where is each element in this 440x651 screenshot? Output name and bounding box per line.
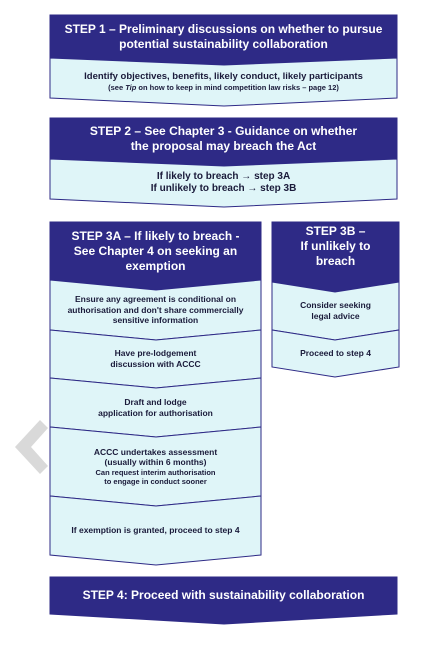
step3a-item5-shape (49, 495, 262, 566)
step1-body-text: Identify objectives, benefits, likely co… (84, 71, 363, 83)
step3a-title: STEP 3A – If likely to breach - See Chap… (71, 228, 240, 273)
step3b-item-legal-advice: Consider seeking legal advice (300, 300, 371, 321)
step2-title: STEP 2 – See Chapter 3 - Guidance on whe… (89, 123, 358, 153)
step4-shape (49, 576, 398, 625)
step2-body: If likely to breach → step 3A If unlikel… (150, 170, 297, 195)
step4-title: STEP 4: Proceed with sustainability coll… (82, 588, 365, 602)
step3a-item-prelodgement: Have pre-lodgement discussion with ACCC (110, 348, 201, 369)
step3b-item2-shape (271, 329, 400, 378)
step1-note: (see Tip on how to keep in mind competit… (108, 83, 339, 93)
step3b-item-proceed: Proceed to step 4 (300, 348, 371, 359)
step3a-item-assessment: ACCC undertakes assessment (usually with… (93, 446, 218, 487)
step3a-item-conditional: Ensure any agreement is conditional on a… (67, 294, 244, 326)
step1-body: Identify objectives, benefits, likely co… (50, 64, 397, 100)
step2-body-shape (49, 158, 398, 208)
left-chevron-icon (15, 420, 48, 474)
step3a-item-lodge: Draft and lodge application for authoris… (98, 396, 213, 418)
step1-body-shape (49, 57, 398, 107)
step3b-title: STEP 3B – If unlikely to breach (300, 223, 371, 268)
step1-title: STEP 1 – Preliminary discussions on whet… (64, 21, 383, 51)
step3a-item-final: If exemption is granted, proceed to step… (71, 525, 240, 536)
